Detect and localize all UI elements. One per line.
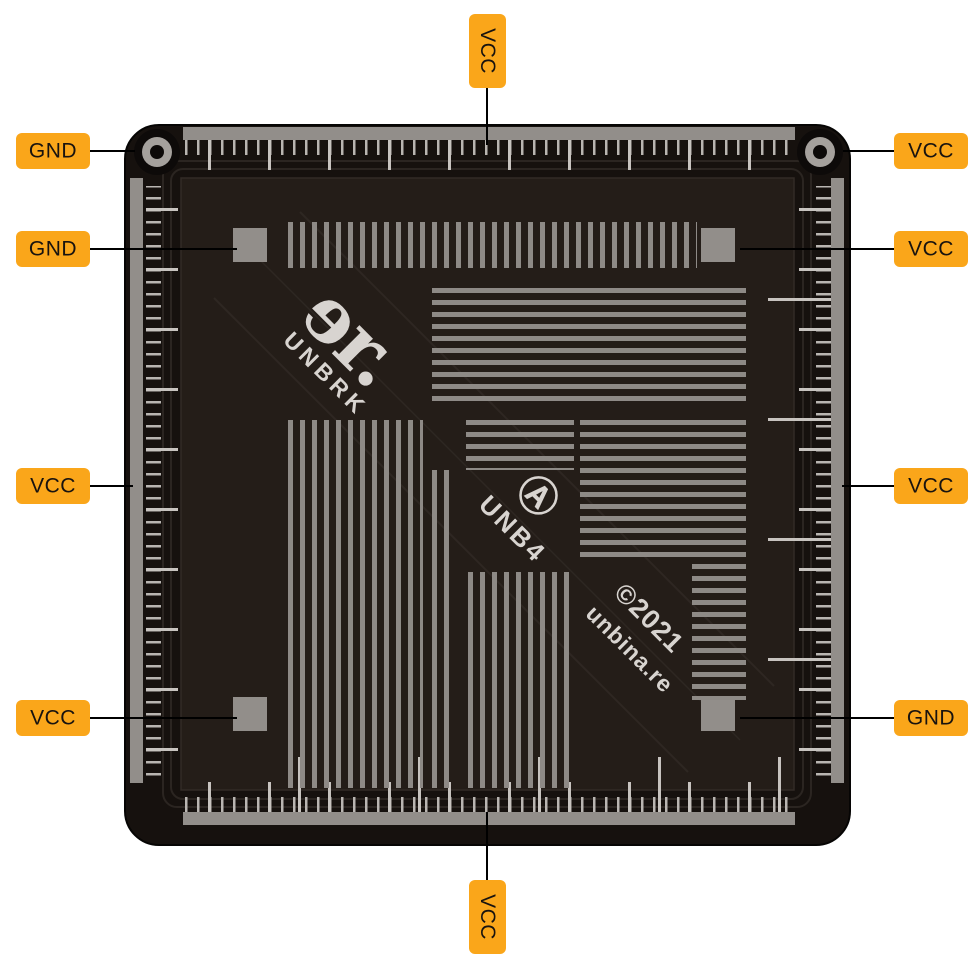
corner-pad-bottom-right [701,697,735,731]
pin-ticks-right-xlong [768,186,831,778]
pin-label-text: GND [29,238,77,261]
pin-labels: VCC VCC GND GND VCC [16,14,968,954]
pin-label-box [469,880,506,954]
pin-label-text: VCC [908,140,954,163]
pin-label-text: VCC [476,28,499,74]
pin-label-left-gnd-1: GND [16,133,135,169]
edge-copper-bars [130,127,844,825]
pin-label-text: VCC [30,475,76,498]
pin-label-right-vcc-1: VCC [843,133,968,169]
copper-bar-right [831,178,844,783]
pin-label-right-vcc-2: VCC [740,231,968,267]
copper-bar-left [130,178,143,783]
hatch-mid-strip [466,418,574,470]
hatch-lower-mid [466,572,574,788]
pin-label-left-vcc-1: VCC [16,468,133,504]
hatch-mid-right [580,418,746,558]
copper-hatch-zones [285,222,746,788]
pin-ticks-top-long [185,140,793,170]
pin-ticks-left-long [146,186,178,778]
pin-label-text: GND [29,140,77,163]
pin-label-left-vcc-2: VCC [16,700,237,736]
pin-label-text: GND [907,707,955,730]
pin-label-text: VCC [30,707,76,730]
copper-bar-top [183,127,795,140]
pin-label-text: VCC [908,475,954,498]
pin-label-box [16,133,90,169]
pin-label-box [16,231,90,267]
pin-label-box [894,231,968,267]
corner-pad-bottom-left [233,697,267,731]
pin-label-right-vcc-3: VCC [842,468,968,504]
hatch-lower-left [285,420,423,788]
pin-label-box [894,700,968,736]
mounting-hole-top-left [134,129,180,175]
hatch-lower-right [692,562,746,700]
corner-pad-top-left [233,228,267,262]
pin-label-top-vcc: VCC [469,14,506,145]
pin-label-right-gnd: GND [740,700,968,736]
hatch-top-barcode [285,222,697,268]
breakout-board: ɘr. UNBRK Ⓐ UNB4 ©2021 unbina.re [124,124,851,846]
hatch-upper-right [432,282,746,408]
corner-pad-top-right [701,228,735,262]
hatch-lower-left-step [427,470,453,788]
pin-label-text: VCC [476,894,499,940]
pin-label-box [894,468,968,504]
pin-label-box [894,133,968,169]
pin-label-box [16,468,90,504]
copper-bar-bottom [183,812,795,825]
pin-label-bottom-vcc: VCC [469,812,506,954]
pin-label-box [16,700,90,736]
mounting-hole-top-right [797,129,843,175]
pin-label-text: VCC [908,238,954,261]
corner-pads [233,228,735,731]
pin-label-left-gnd-2: GND [16,231,237,267]
pin-label-box [469,14,506,88]
